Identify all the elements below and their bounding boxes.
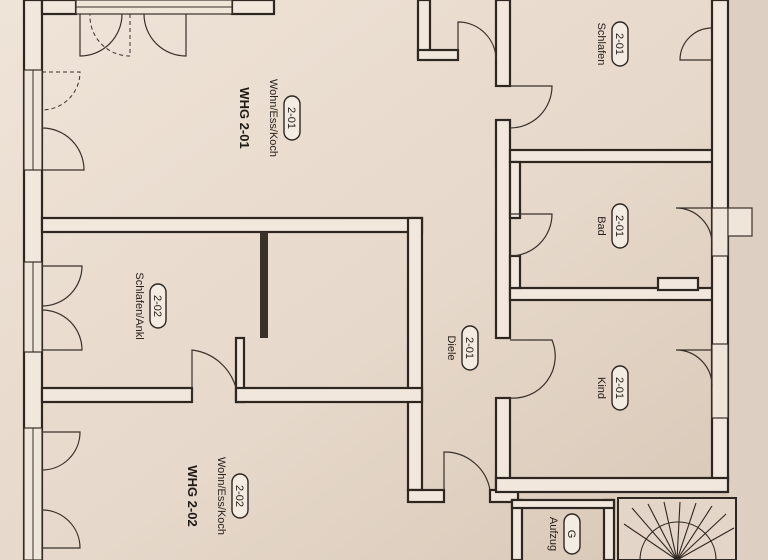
walls <box>22 0 737 560</box>
room-label-kind-2-01: 2-01 Kind <box>595 365 629 411</box>
room-name: Wohn/Ess/Koch <box>267 79 279 157</box>
room-number: 2-02 <box>233 485 245 507</box>
unit-label: WHG 2-02 <box>185 465 200 526</box>
room-number: G <box>565 530 577 539</box>
room-label-wohn-2-01: 2-01 Wohn/Ess/Koch WHG 2-01 <box>237 79 301 157</box>
room-name: Kind <box>595 377 607 399</box>
room-number: 2-01 <box>613 377 625 399</box>
room-name: Aufzug <box>547 517 559 551</box>
room-label-aufzug: G Aufzug <box>547 513 581 555</box>
room-label-bad-2-01: 2-01 Bad <box>595 203 629 249</box>
room-name: Diele <box>445 335 457 360</box>
windows <box>23 0 753 560</box>
room-number: 2-02 <box>151 295 163 317</box>
room-number: 2-01 <box>285 107 297 129</box>
room-number: 2-01 <box>613 33 625 55</box>
room-number: 2-01 <box>463 337 475 359</box>
room-label-wohn-2-02: 2-02 Wohn/Ess/Koch WHG 2-02 <box>185 457 249 535</box>
room-name: Wohn/Ess/Koch <box>215 457 227 535</box>
exterior-right <box>728 0 768 560</box>
unit-label: WHG 2-01 <box>237 87 252 148</box>
room-label-schlafen-2-02: 2-02 Schlafen/Ankl <box>133 272 167 340</box>
room-name: Schlafen/Ankl <box>133 272 145 339</box>
room-label-schlafen-2-01: 2-01 Schlafen <box>595 21 629 67</box>
room-name: Bad <box>595 216 607 236</box>
room-name: Schlafen <box>595 23 607 66</box>
room-label-diele-2-01: 2-01 Diele <box>445 325 479 371</box>
door-swings <box>41 13 713 549</box>
room-number: 2-01 <box>613 215 625 237</box>
stair-treads <box>623 501 735 560</box>
